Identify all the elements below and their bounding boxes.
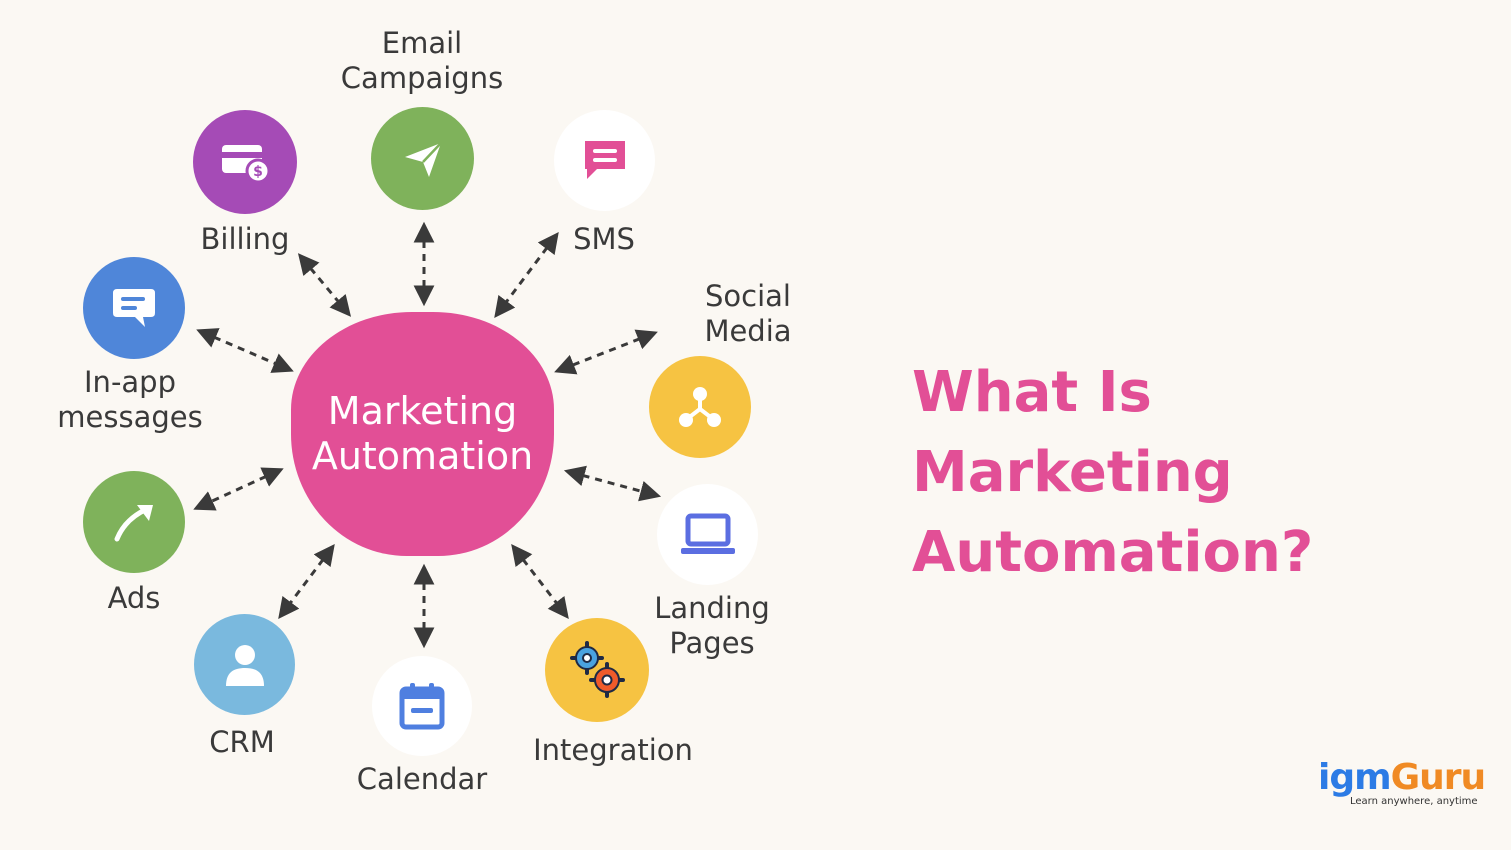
igmguru-logo: igmGuru Learn anywhere, anytime xyxy=(1318,757,1486,808)
integration-node xyxy=(545,618,649,722)
landing-pages-label: Landing Pages xyxy=(654,591,770,660)
crm-label: CRM xyxy=(209,725,275,759)
trend-arrow-icon xyxy=(114,505,153,542)
email-campaigns-node xyxy=(371,107,474,210)
arrow-inapp xyxy=(196,328,294,373)
arrow-billing xyxy=(297,253,352,317)
logo-tagline: Learn anywhere, anytime xyxy=(1350,796,1478,807)
logo-part-guru: Guru xyxy=(1390,757,1487,798)
social-media-label: Social Media xyxy=(704,279,792,348)
crm-node xyxy=(194,614,295,715)
in-app-messages-label: In-app messages xyxy=(57,365,203,434)
integration-label: Integration xyxy=(533,733,693,767)
arrow-integration xyxy=(511,544,569,619)
user-icon xyxy=(225,644,264,686)
calendar-icon xyxy=(399,683,445,730)
svg-text:$: $ xyxy=(253,164,263,180)
laptop-icon xyxy=(680,513,735,554)
arrow-crm xyxy=(278,543,335,620)
calendar-node xyxy=(372,656,472,756)
arrow-sms xyxy=(494,231,559,319)
logo-part-igm: igm xyxy=(1318,757,1392,798)
sms-label: SMS xyxy=(573,222,635,256)
landing-pages-node xyxy=(657,484,758,585)
social-media-node xyxy=(649,356,751,458)
sms-node xyxy=(554,110,655,211)
logo-wordmark: igmGuru xyxy=(1318,757,1486,798)
email-campaigns-label: Email Campaigns xyxy=(340,26,504,95)
message-icon xyxy=(113,289,155,327)
page-title: What Is Marketing Automation? xyxy=(912,360,1314,585)
gears-icon xyxy=(570,641,625,698)
chat-bubble-icon xyxy=(584,140,625,179)
ads-label: Ads xyxy=(107,581,161,615)
billing-node: $ xyxy=(193,110,297,214)
ads-node xyxy=(83,471,185,573)
arrow-ads xyxy=(193,467,284,511)
billing-label: Billing xyxy=(200,222,290,256)
marketing-automation-hub: Marketing Automation xyxy=(291,312,554,556)
share-nodes-icon xyxy=(679,387,721,427)
arrow-landing xyxy=(563,465,662,502)
calendar-label: Calendar xyxy=(356,762,488,796)
paper-plane-icon xyxy=(404,141,442,177)
arrow-social xyxy=(554,329,658,375)
in-app-messages-node xyxy=(83,257,185,359)
credit-card-icon: $ xyxy=(222,145,271,184)
